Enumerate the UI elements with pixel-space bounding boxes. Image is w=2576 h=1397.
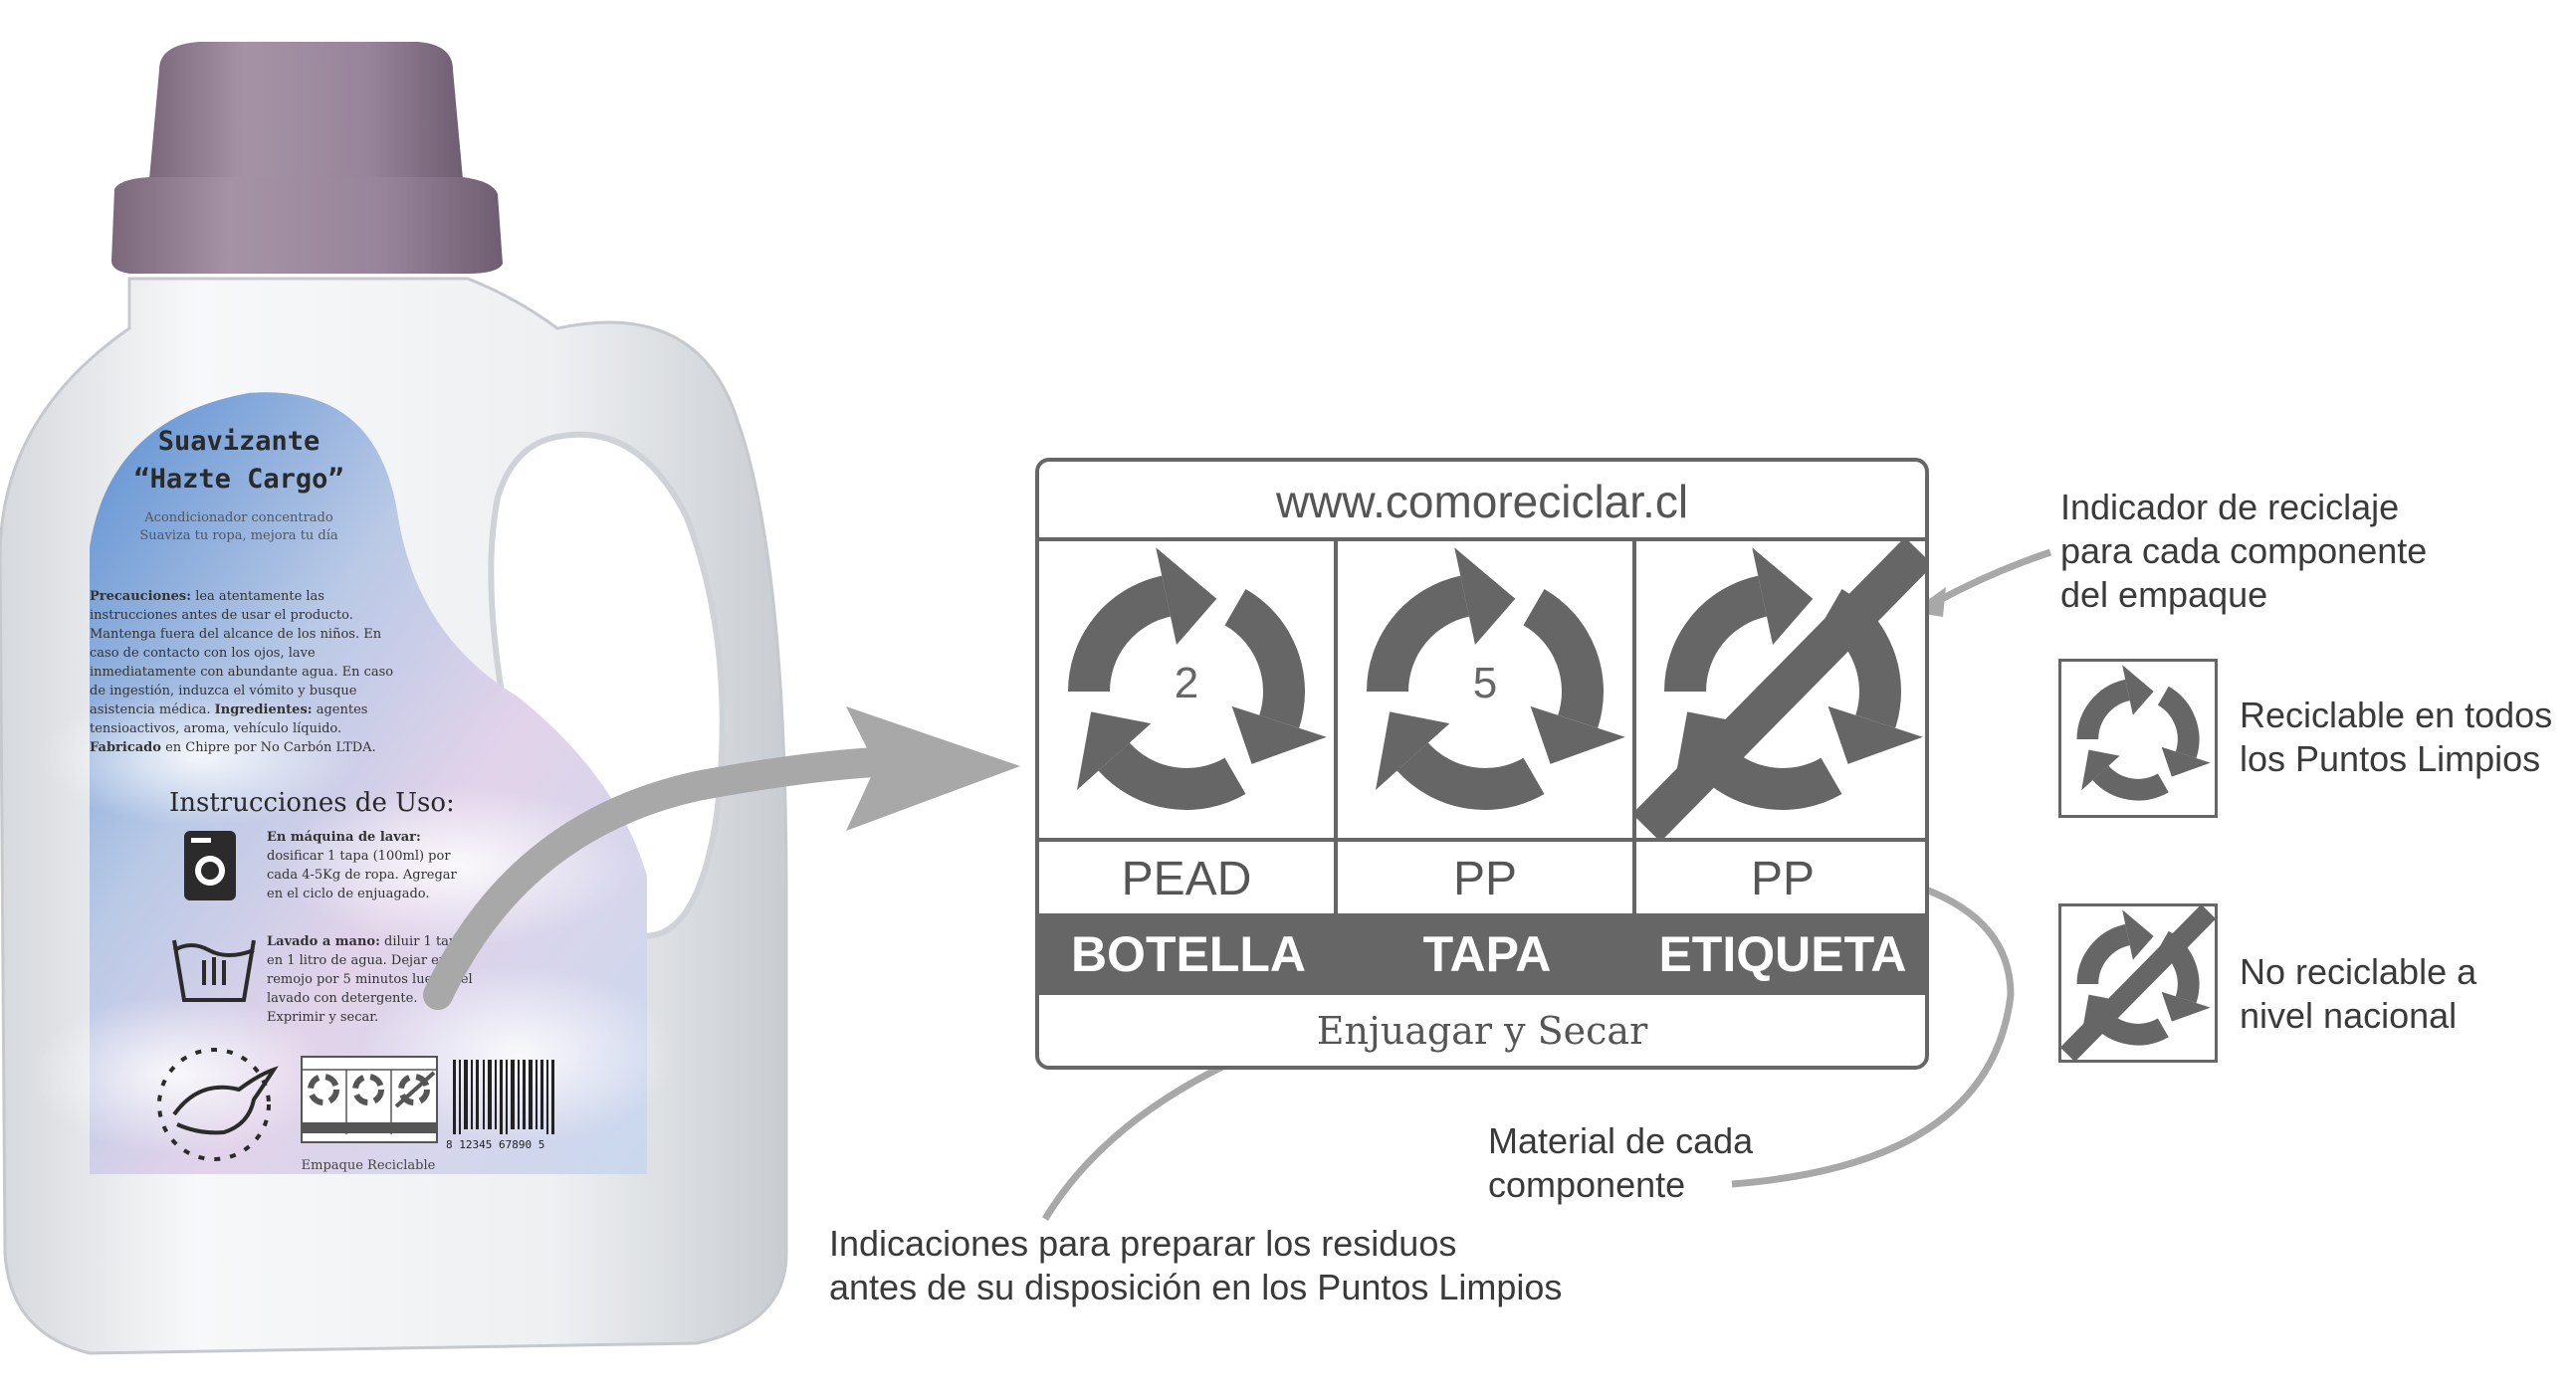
legend-recyclable-box [2058, 659, 2218, 818]
material-line1: Material de cada [1488, 1120, 1754, 1161]
package-caption: Empaque Reciclable [301, 1158, 436, 1173]
indicator-line2: para cada componente [2060, 530, 2428, 571]
preparation-annotation: Indicaciones para preparar los residuos … [829, 1222, 1562, 1309]
recycling-arrow-head [2161, 746, 2211, 777]
bottle-product-title: Suavizante “Hazte Cargo” [109, 423, 368, 499]
indicator-line3: del empaque [2060, 574, 2268, 615]
component-name-tapa: TAPA [1338, 913, 1636, 995]
recycling-arrow-head [1454, 547, 1516, 646]
prep-line2: antes de su disposición en los Puntos Li… [829, 1267, 1563, 1307]
made-label: Fabricado [90, 740, 161, 755]
cross-out-bar [1631, 536, 1925, 843]
washing-machine-icon [184, 831, 236, 900]
recycling-arrow-segment [2076, 679, 2131, 740]
hand-wash-icon [172, 939, 256, 1002]
recycling-arrow-segment [1068, 575, 1172, 693]
washing-machine-label: En máquina de lavar: [267, 830, 421, 845]
component-cell-botella: 2 [1039, 541, 1338, 838]
recycling-arrow-head [1156, 547, 1217, 646]
recycling-arrow-segment [1367, 575, 1470, 693]
made-text: en Chipre por No Carbón LTDA. [165, 740, 376, 755]
recyclable-line2: los Puntos Limpios [2240, 738, 2541, 779]
mini-recycling-label [301, 1056, 438, 1143]
recycling-arrow-segment [2157, 686, 2200, 759]
barcode-number: 8 12345 67890 5 [446, 1138, 545, 1151]
recycling-arrow-head [2122, 665, 2154, 715]
cross-out-bar [2059, 903, 2217, 1063]
material-line2: componente [1488, 1164, 1686, 1205]
prep-line1: Indicaciones para preparar los residuos [829, 1223, 1457, 1264]
barcode [453, 1060, 554, 1134]
recyclable-line1: Reciclable en todos [2240, 695, 2553, 735]
resin-code: 5 [1472, 659, 1498, 707]
material-tapa: PP [1338, 838, 1636, 913]
recycling-arrow-segment [1522, 588, 1604, 728]
not-recyclable-icon [1631, 536, 1925, 843]
material-etiqueta: PP [1636, 838, 1925, 913]
precautions-text: lea atentamente las instrucciones antes … [90, 589, 394, 717]
hand-wash-label: Lavado a mano: [267, 934, 380, 949]
legend-recyclable-text: Reciclable en todos los Puntos Limpios [2240, 694, 2552, 781]
bottle-subtitle-line1: Acondicionador concentrado [144, 510, 333, 525]
component-cell-etiqueta [1631, 536, 1925, 843]
recycling-arrow-head [1752, 547, 1814, 646]
legend-not-recyclable-box [2058, 903, 2218, 1063]
recycling-arrow-segment [1223, 588, 1305, 728]
not-recyclable-line2: nivel nacional [2240, 995, 2458, 1036]
recycling-arrow-head [1231, 705, 1327, 764]
bottle-title-line2: “Hazte Cargo” [133, 464, 344, 495]
hand-wash-instructions: Lavado a mano: diluir 1 tapa en 1 litro … [267, 932, 476, 1027]
recycling-arrow-head [1376, 711, 1450, 791]
recycling-icon [2076, 665, 2211, 801]
material-botella: PEAD [1039, 838, 1338, 913]
label-url: www.comoreciclar.cl [1039, 462, 1925, 541]
bottle-title-line1: Suavizante [157, 426, 321, 457]
component-cell-tapa: 5 [1338, 541, 1636, 838]
recycling-arrow-head [1530, 705, 1625, 764]
recycling-arrow-segment [1098, 741, 1246, 810]
resin-code: 2 [1174, 659, 1199, 707]
label-footer-instruction: Enjuagar y Secar [1316, 1009, 1648, 1053]
legend-not-recyclable-text: No reciclable a nivel nacional [2240, 950, 2476, 1038]
leaping-bunny-logo [157, 1048, 279, 1161]
component-name-botella: BOTELLA [1039, 913, 1338, 995]
recycling-arrow-segment [2092, 765, 2169, 801]
recycling-arrow-segment [1664, 575, 1768, 693]
recycling-label: www.comoreciclar.cl 2 5 PEAD PP PP BOTEL… [1035, 458, 1929, 1070]
indicator-annotation: Indicador de reciclaje para cada compone… [2060, 486, 2427, 617]
hand-wash-text: diluir 1 tapa en 1 litro de agua. Dejar … [267, 934, 473, 1025]
bottle-precautions: Precauciones: lea atentamente las instru… [90, 587, 408, 757]
washing-machine-instructions: En máquina de lavar: dosificar 1 tapa (1… [267, 828, 476, 903]
component-name-etiqueta: ETIQUETA [1636, 913, 1925, 995]
recycling-arrow-head [1827, 705, 1923, 764]
not-recyclable-icon [2059, 903, 2217, 1063]
precautions-label: Precauciones: [90, 589, 192, 604]
bottle-subtitle: Acondicionador concentrado Suaviza tu ro… [105, 509, 373, 545]
recycling-arrow-segment [1396, 741, 1545, 810]
ingredients-label: Ingredientes: [214, 702, 313, 717]
washing-machine-text: dosificar 1 tapa (100ml) por cada 4-5Kg … [267, 849, 457, 901]
recycling-arrow-segment [2076, 923, 2131, 985]
material-annotation: Material de cada componente [1488, 1119, 1753, 1207]
recycling-arrow-head [1077, 711, 1152, 791]
ingredients-text: agentes tensioactivos, aroma, vehículo l… [90, 702, 368, 736]
instructions-title: Instrucciones de Uso: [169, 788, 455, 818]
indicator-line1: Indicador de reciclaje [2060, 487, 2400, 527]
bottle-cap [149, 42, 463, 179]
bottle-subtitle-line2: Suaviza tu ropa, mejora tu día [139, 528, 338, 543]
recycling-icon [1068, 547, 1327, 810]
recycling-arrow-head [2081, 749, 2120, 791]
recycling-icon [1367, 547, 1625, 810]
recycling-arrow-head [2122, 909, 2154, 960]
recycling-arrow-head [2161, 991, 2211, 1022]
not-recyclable-line1: No reciclable a [2240, 951, 2477, 992]
